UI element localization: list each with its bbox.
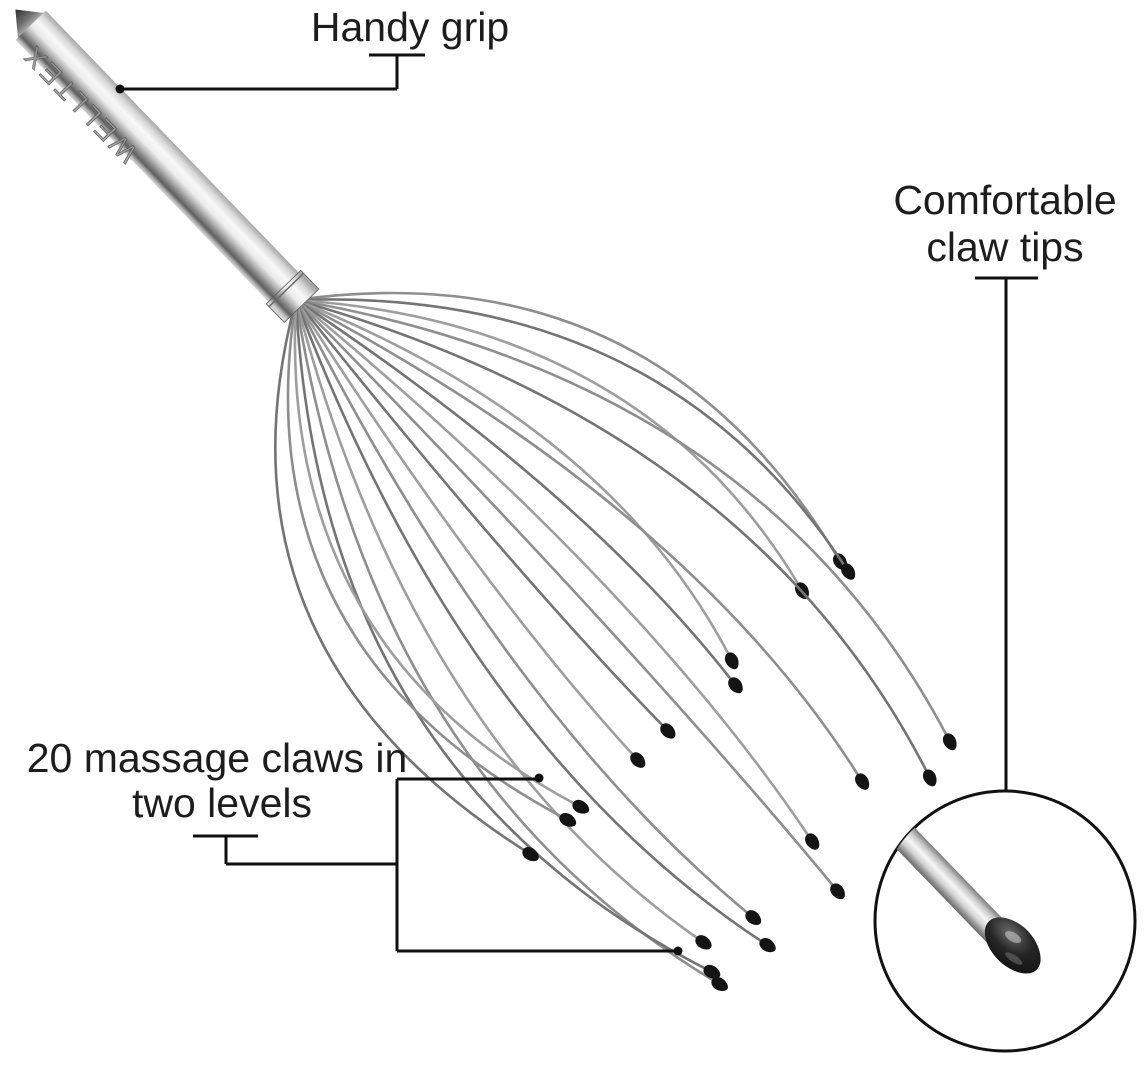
claw-tip-bead (630, 752, 646, 768)
claw-tip-bead (660, 723, 676, 739)
claw-wire (295, 298, 732, 658)
inset-bead (984, 917, 1041, 974)
claw-tip-bead (922, 769, 937, 787)
claw-wire (294, 299, 666, 729)
claw-wire (295, 299, 837, 889)
claw-wire (295, 298, 950, 739)
handle-rod (15, 10, 303, 307)
claw-tip-bead (805, 833, 820, 850)
claw-tip-bead (711, 977, 728, 991)
claw-wire (295, 298, 802, 588)
claw-wire (295, 298, 735, 683)
claw-wire (295, 291, 840, 559)
claw-tip-bead (724, 652, 739, 670)
claw-tip-bead (942, 733, 957, 751)
claw-wire (295, 298, 848, 569)
claw-tip-bead (522, 847, 539, 862)
handle-ferrule (265, 269, 320, 324)
handy-grip-dot (115, 84, 125, 94)
claw-wires-group (273, 291, 957, 991)
claw-wire (273, 299, 528, 854)
claw-tip-bead (759, 938, 776, 953)
callout-massage-claws: 20 massage claws in two levels (27, 735, 683, 956)
claw-tip-bead (703, 964, 721, 979)
claw-wire (295, 298, 812, 839)
claw-tips-label-line1: Comfortable (893, 177, 1116, 223)
callout-claw-tips: Comfortable claw tips (893, 177, 1117, 791)
claw-wire (286, 299, 565, 820)
claw-tips-label-line2: claw tips (926, 224, 1083, 270)
claw-wire (295, 298, 862, 779)
claw-tip-bead (830, 883, 845, 900)
claw-tip-bead (745, 910, 762, 925)
claw-tip-bead (841, 563, 856, 580)
callout-handy-grip: Handy grip (115, 4, 509, 94)
claw-tip-bead (572, 799, 590, 814)
claw-wire (294, 299, 709, 972)
ferrule-ring (268, 272, 305, 308)
claw-wire (293, 299, 578, 807)
claw-wire (294, 299, 636, 758)
claw-tip-bead (855, 773, 870, 790)
claw-wire (295, 298, 930, 775)
level-top-dot (534, 773, 544, 783)
claw-tip-bead (559, 812, 577, 827)
level-bottom-dot (673, 946, 683, 956)
massage-claws-label-line1: 20 massage claws in (27, 735, 408, 781)
claw-wire (294, 299, 751, 917)
claw-wire (294, 299, 701, 942)
claw-wire (294, 299, 717, 984)
claw-tip-bead (728, 677, 743, 694)
massage-claws-label-line2: two levels (132, 780, 312, 826)
claw-tip-bead (695, 935, 712, 950)
claw-wire (294, 299, 765, 945)
handy-grip-label: Handy grip (311, 4, 509, 50)
